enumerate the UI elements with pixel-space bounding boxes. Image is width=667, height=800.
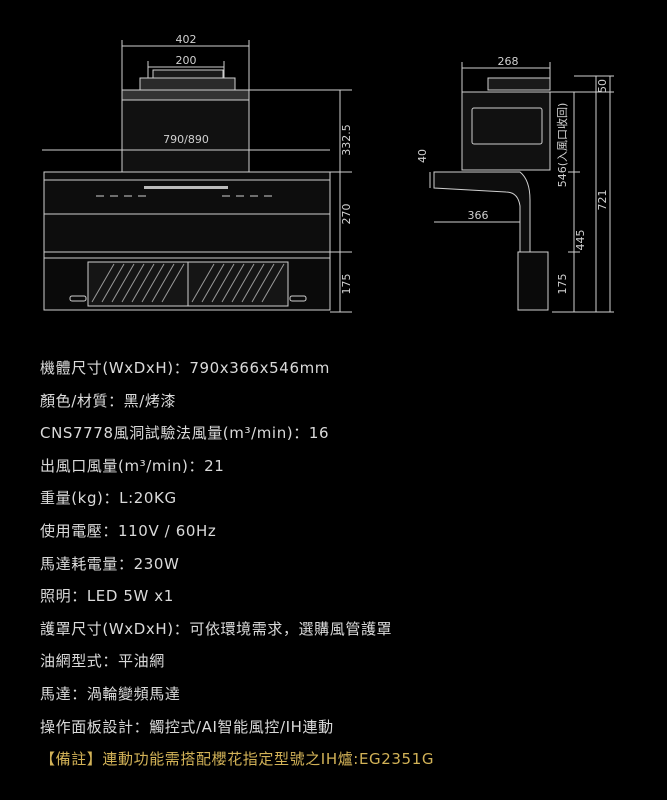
side-dimension-labels: 268 366 40 50 546(入風口收回) 721 445 175 bbox=[416, 55, 609, 295]
dim-50: 50 bbox=[596, 79, 609, 93]
dim-332-5: 332.5 bbox=[340, 124, 353, 156]
dim-402: 402 bbox=[176, 33, 197, 46]
dim-200: 200 bbox=[176, 54, 197, 67]
dim-445: 445 bbox=[574, 230, 587, 251]
dim-270: 270 bbox=[340, 204, 353, 225]
dim-546: 546(入風口收回) bbox=[555, 103, 569, 188]
front-view bbox=[42, 40, 352, 313]
dim-40: 40 bbox=[416, 149, 429, 163]
dimension-diagram: 402 200 790/890 332.5 270 175 268 366 40… bbox=[42, 33, 614, 313]
dim-721: 721 bbox=[596, 190, 609, 211]
spec-note: 【備註】連動功能需搭配櫻花指定型號之IH爐:EG2351G bbox=[40, 750, 435, 769]
spec-item: 油網型式：平油網 bbox=[40, 652, 165, 671]
spec-list: 機體尺寸(WxDxH)：790x366x546mm 顏色/材質：黑/烤漆 CNS… bbox=[40, 352, 660, 776]
spec-item: CNS7778風洞試驗法風量(m³/min)：16 bbox=[40, 424, 330, 443]
dim-175-side: 175 bbox=[556, 274, 569, 295]
spec-item: 馬達耗電量：230W bbox=[40, 554, 180, 573]
front-dimension-labels: 402 200 790/890 332.5 270 175 bbox=[163, 33, 353, 295]
spec-item: 馬達：渦輪變頻馬達 bbox=[40, 684, 181, 703]
spec-item: 顏色/材質：黑/烤漆 bbox=[40, 391, 177, 410]
spec-item: 使用電壓：110V / 60Hz bbox=[40, 521, 217, 540]
spec-item: 護罩尺寸(WxDxH)：可依環境需求，選購風管護罩 bbox=[40, 619, 393, 638]
dim-268: 268 bbox=[498, 55, 519, 68]
spec-item: 重量(kg)：L:20KG bbox=[40, 489, 177, 508]
dim-175-front: 175 bbox=[340, 274, 353, 295]
spec-item: 照明：LED 5W x1 bbox=[40, 587, 174, 606]
side-view bbox=[429, 62, 614, 313]
spec-item: 出風口風量(m³/min)：21 bbox=[40, 456, 225, 475]
dim-366: 366 bbox=[468, 209, 489, 222]
spec-item: 操作面板設計：觸控式/AI智能風控/IH連動 bbox=[40, 717, 334, 736]
dim-790-890: 790/890 bbox=[163, 133, 209, 146]
spec-item: 機體尺寸(WxDxH)：790x366x546mm bbox=[40, 359, 331, 377]
